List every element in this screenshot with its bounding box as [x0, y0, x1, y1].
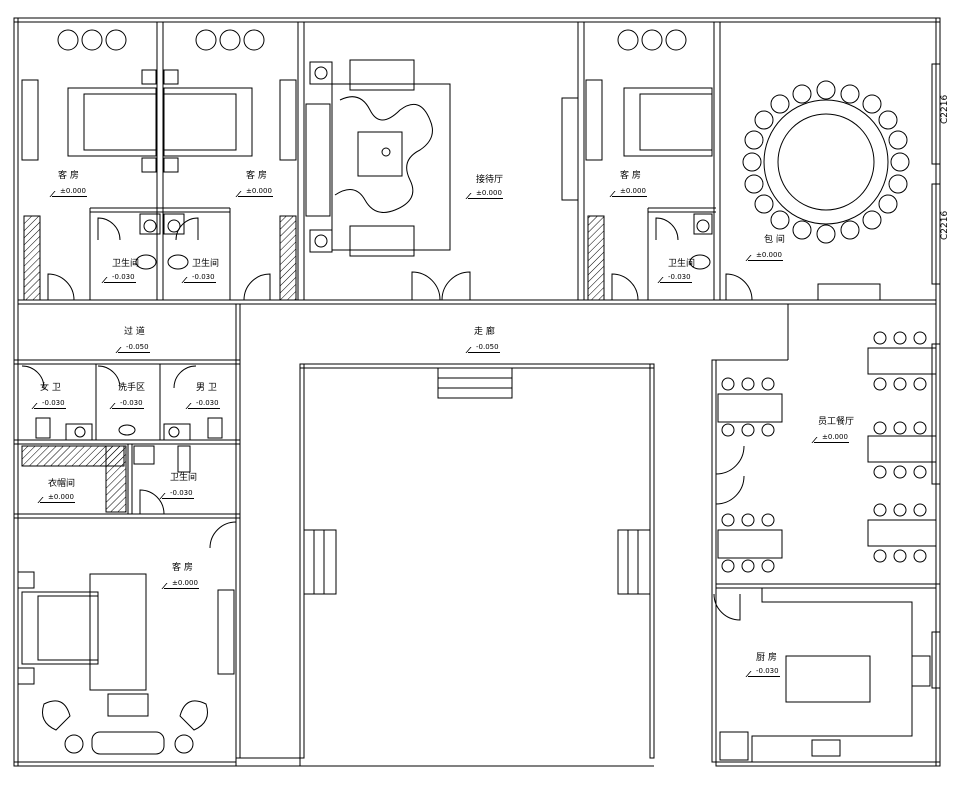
- passage-level: -0.050: [118, 344, 150, 353]
- guest-room-2-level: ±0.000: [238, 188, 273, 197]
- guest-room-1-furniture: [21, 29, 157, 301]
- cloakroom-level: ±0.000: [40, 494, 75, 503]
- outer-walls: [13, 17, 941, 767]
- staff-canteen-level: ±0.000: [814, 434, 849, 443]
- canteen-stools: [721, 331, 927, 573]
- guest-room-2-furniture: [163, 29, 297, 301]
- doors: [21, 217, 753, 621]
- guest-room-1-label: 客 房: [58, 171, 79, 181]
- wash-area-level: -0.030: [112, 400, 144, 409]
- courtyard: [299, 363, 655, 759]
- bathroom-4-label: 卫生间: [170, 473, 198, 483]
- kitchen-counters: [719, 588, 931, 762]
- guest-room-3-level: ±0.000: [612, 188, 647, 197]
- bathroom-fixtures-top: [135, 213, 713, 270]
- guest-room-4-label: 客 房: [172, 563, 193, 573]
- bathroom-1-label: 卫生间: [112, 259, 140, 269]
- left-lower-fixtures: [21, 417, 223, 513]
- womens-toilet-level: -0.030: [34, 400, 66, 409]
- top-room-walls: [18, 21, 936, 305]
- guest-room-4-level: ±0.000: [164, 580, 199, 589]
- kitchen-level: -0.030: [748, 668, 780, 677]
- staff-canteen-tables: [717, 331, 937, 573]
- guest-room-2-label: 客 房: [246, 171, 267, 181]
- round-dining-table: [742, 80, 910, 301]
- mens-toilet-label: 男 卫: [196, 383, 217, 393]
- left-block-walls: [14, 303, 241, 759]
- bathroom-3-level: -0.030: [660, 274, 692, 283]
- mens-toilet-level: -0.030: [188, 400, 220, 409]
- corridor-level: -0.050: [468, 344, 500, 353]
- right-windows: [931, 63, 941, 689]
- staff-canteen-label: 员工餐厅: [818, 417, 855, 427]
- window-label-1: C2216: [940, 94, 950, 124]
- reception-hall-level: ±0.000: [468, 190, 503, 199]
- guest-room-3-label: 客 房: [620, 171, 641, 181]
- guest-room-4-furniture: [17, 571, 235, 755]
- reception-hall-label: 接待厅: [476, 175, 504, 185]
- guest-room-3-furniture: [585, 29, 713, 301]
- cloakroom-label: 衣帽间: [48, 479, 76, 489]
- wash-area-label: 洗手区: [118, 383, 146, 393]
- womens-toilet-label: 女 卫: [40, 383, 61, 393]
- bathroom-3-label: 卫生间: [668, 259, 696, 269]
- bathroom-1-level: -0.030: [104, 274, 136, 283]
- bathroom-2-level: -0.030: [184, 274, 216, 283]
- bathroom-2-label: 卫生间: [192, 259, 220, 269]
- right-block-walls: [711, 304, 936, 763]
- kitchen-label: 厨 房: [756, 653, 777, 663]
- window-label-2: C2216: [940, 210, 950, 240]
- reception-rug: [305, 59, 579, 257]
- guest-room-1-level: ±0.000: [52, 188, 87, 197]
- bathroom-4-level: -0.030: [162, 490, 194, 499]
- corridor-label: 走 廊: [474, 327, 495, 337]
- passage-label: 过 道: [124, 327, 145, 337]
- private-room-label: 包 间: [764, 235, 785, 245]
- chairs: [742, 80, 910, 244]
- private-room-level: ±0.000: [748, 252, 783, 261]
